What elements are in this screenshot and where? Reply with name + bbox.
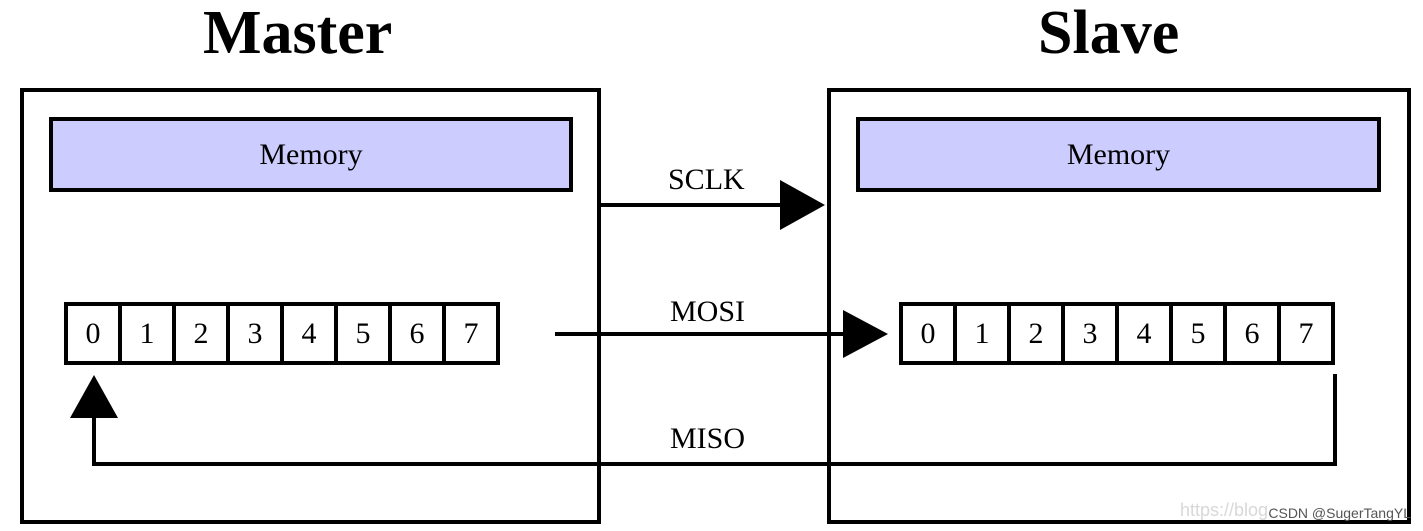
mosi-label: MOSI [670, 295, 746, 328]
master-register-bit: 0 [64, 302, 122, 365]
sclk-arrowhead-icon [780, 180, 825, 230]
csdn-watermark: CSDN @SugerTangYL [1268, 505, 1411, 521]
slave-register-bit: 1 [953, 302, 1011, 365]
slave-register-bit: 3 [1061, 302, 1119, 365]
master-shift-register: 0 1 2 3 4 5 6 7 [64, 302, 500, 365]
master-title: Master [203, 0, 393, 67]
master-register-bit: 5 [334, 302, 392, 365]
slave-shift-register: 0 1 2 3 4 5 6 7 [899, 302, 1335, 365]
master-memory-block: Memory [49, 117, 573, 192]
miso-arrowhead-icon [70, 375, 118, 418]
slave-register-bit: 6 [1223, 302, 1281, 365]
master-register-bit: 7 [442, 302, 500, 365]
slave-register-bit: 4 [1115, 302, 1173, 365]
master-memory-label: Memory [259, 137, 363, 171]
slave-memory-label: Memory [1066, 137, 1171, 171]
mosi-arrowhead-icon [843, 310, 888, 358]
slave-register-bit: 7 [1277, 302, 1335, 365]
miso-wire [92, 374, 1337, 466]
sclk-label: SCLK [668, 163, 745, 196]
slave-title: Slave [1038, 0, 1180, 67]
miso-label: MISO [670, 422, 746, 455]
watermark-faded-url: https://blog. [1179, 500, 1273, 520]
slave-memory-block: Memory [856, 117, 1381, 192]
master-register-bit: 3 [226, 302, 284, 365]
